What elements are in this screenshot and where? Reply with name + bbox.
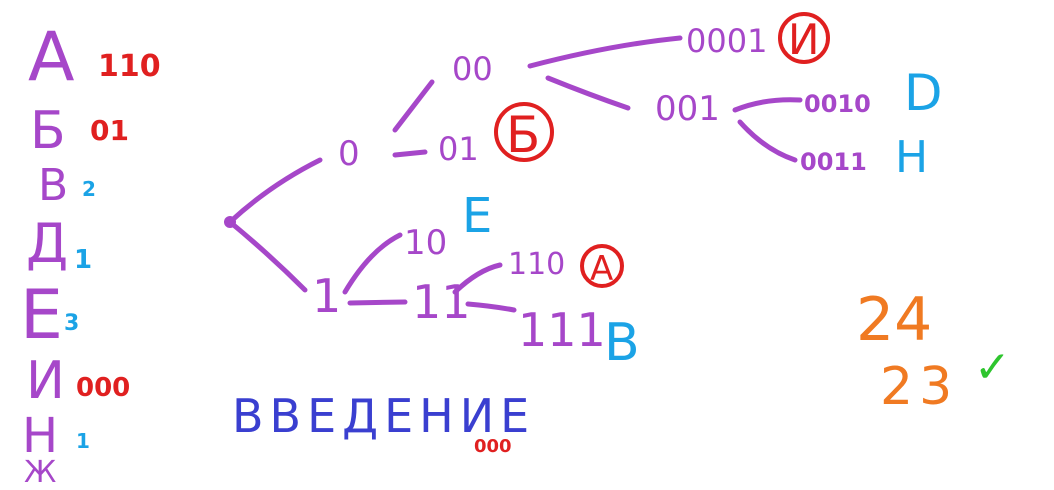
leaf-e: Е [462, 188, 492, 244]
node-10: 10 [404, 223, 447, 263]
alphabet-letter-d: Д [26, 212, 68, 275]
alphabet-letter-n: Н [22, 408, 58, 464]
edge-00-001 [545, 75, 631, 111]
circle-i [778, 12, 830, 64]
edge-11-110 [452, 262, 503, 295]
alphabet-letter-i: И [26, 351, 65, 411]
edge-11-111 [465, 301, 517, 313]
alphabet-code-a: 110 [98, 49, 161, 84]
leaf-n: Н [895, 132, 928, 183]
node-0001: 0001 [686, 22, 767, 60]
edge-0-01 [392, 149, 428, 158]
edge-root-0 [227, 157, 323, 225]
total-first: 24 [856, 285, 932, 355]
alphabet-code-b: 01 [90, 114, 129, 147]
alphabet-code-i: 000 [76, 373, 130, 403]
alphabet-letter-v: В [38, 160, 68, 211]
leaf-b: Б [506, 106, 540, 164]
circle-b [494, 102, 554, 162]
word-text: ВВЕДЕНИЕ [232, 389, 535, 443]
alphabet-letter-zh: Ж [24, 455, 56, 490]
tree-edges [224, 35, 803, 313]
leaf-i: И [788, 15, 819, 64]
edge-0-00 [392, 79, 435, 133]
leaf-letters: Б И D Н Е А В [462, 12, 943, 373]
edge-001-0011 [737, 119, 798, 163]
alphabet-letter-e: Е [20, 276, 63, 355]
leaf-d: D [904, 64, 943, 122]
node-00: 00 [452, 50, 493, 88]
node-0: 0 [338, 134, 360, 174]
alphabet-code-v: 2 [82, 177, 96, 201]
alphabet-code-n: 1 [76, 429, 90, 453]
word-sub-code: 000 [474, 436, 512, 457]
edge-1-10 [342, 232, 403, 295]
node-111: 111 [518, 303, 606, 357]
leaf-a: А [590, 249, 613, 289]
node-0010: 0010 [804, 90, 871, 118]
node-01: 01 [438, 130, 479, 168]
alphabet-code-e: 3 [64, 311, 79, 336]
alphabet-list: А 110 Б 01 В 2 Д 1 Е 3 И 000 Н 1 Ж [20, 18, 161, 490]
totals: 24 23 ✓ [856, 285, 1011, 417]
edge-001-0010 [732, 97, 803, 113]
node-110: 110 [508, 247, 565, 282]
alphabet-letter-a: А [28, 18, 75, 97]
tree-nodes: 0 00 01 0001 001 0010 0011 1 10 11 110 1… [312, 22, 871, 357]
node-0011: 0011 [800, 148, 867, 176]
check-mark-icon: ✓ [974, 342, 1011, 393]
edge-1-11 [347, 299, 408, 306]
leaf-v: В [604, 313, 640, 373]
edge-root-1 [227, 219, 308, 293]
node-001: 001 [655, 89, 720, 129]
node-1: 1 [312, 269, 341, 323]
node-11: 11 [412, 275, 471, 329]
total-second: 23 [880, 357, 958, 417]
alphabet-code-d: 1 [74, 245, 92, 275]
circle-a [580, 244, 624, 288]
edge-00-000 [527, 35, 683, 69]
alphabet-letter-b: Б [30, 101, 66, 161]
encoded-word: ВВЕДЕНИЕ 000 [232, 389, 535, 457]
